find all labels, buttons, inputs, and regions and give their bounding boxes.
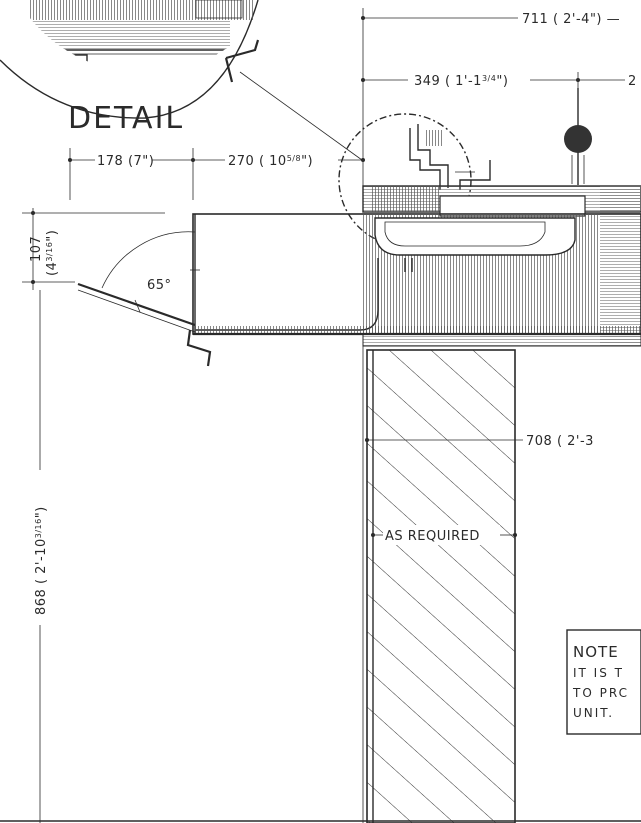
svg-text:868 ( 2'-103/16"): 868 ( 2'-103/16") — [34, 506, 49, 615]
note-box: NOTE IT IS T TO PRC UNIT. — [566, 629, 641, 735]
detail-label: DETAIL — [68, 101, 184, 136]
svg-text:TO PRC: TO PRC — [572, 686, 629, 700]
dimension-708: 708 ( 2'-3 — [365, 430, 641, 450]
support-block — [362, 346, 516, 823]
angle-label: 65° — [147, 278, 172, 293]
dimension-349: 349 ( 1'-13/4") 2 — [361, 72, 637, 89]
svg-text:2: 2 — [628, 74, 637, 89]
svg-text:UNIT.: UNIT. — [573, 706, 614, 720]
dimension-107: 107 (43/16") — [22, 208, 165, 290]
detail-leader-line — [239, 71, 363, 161]
svg-text:270 ( 105/8"): 270 ( 105/8") — [228, 154, 313, 169]
dimension-as-required: AS REQUIRED — [371, 525, 517, 545]
dimension-711: 711 ( 2'-4") — — [361, 12, 620, 27]
svg-text:IT IS T: IT IS T — [573, 666, 624, 680]
svg-text:107: 107 — [29, 236, 44, 262]
svg-text:(43/16"): (43/16") — [45, 230, 60, 276]
detail-circle-top — [0, 0, 260, 119]
dimension-868: 868 ( 2'-103/16") — [34, 290, 49, 823]
dimension-178-270: 178 (7") 270 ( 105/8") — [68, 148, 365, 200]
svg-text:708 ( 2'-3: 708 ( 2'-3 — [526, 434, 594, 449]
front-plate: 65° — [77, 231, 212, 367]
control-knob — [564, 88, 592, 185]
svg-text:AS REQUIRED: AS REQUIRED — [385, 529, 480, 544]
svg-text:NOTE: NOTE — [573, 643, 619, 661]
svg-text:711 ( 2'-4") —: 711 ( 2'-4") — — [522, 12, 620, 27]
valve-detail — [409, 124, 491, 190]
fixture-body — [192, 185, 641, 347]
svg-text:178 (7"): 178 (7") — [97, 154, 154, 169]
svg-text:349 ( 1'-13/4"): 349 ( 1'-13/4") — [414, 74, 508, 89]
